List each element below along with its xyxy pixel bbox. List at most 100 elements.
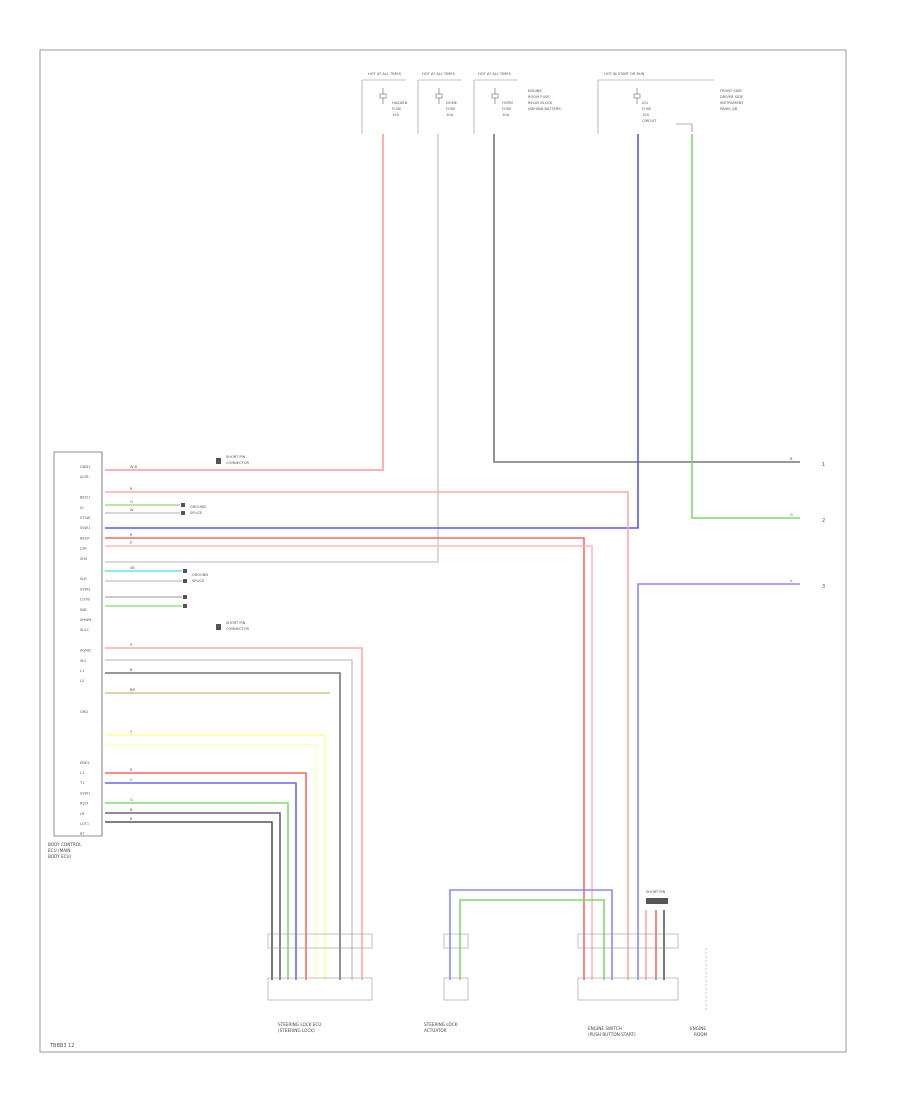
wire-blue-actuator xyxy=(449,889,613,980)
svg-text:IG1: IG1 xyxy=(642,101,648,105)
svg-text:HAZARD: HAZARD xyxy=(392,101,408,105)
svg-text:BODY ECU): BODY ECU) xyxy=(48,854,72,859)
splice-markers: SHORT PIN CONNECTOR GROUND SPLICE GROUND… xyxy=(181,455,668,904)
svg-text:FUSE: FUSE xyxy=(446,107,456,111)
svg-text:DOME: DOME xyxy=(446,101,458,105)
ecu-pin-label: SSW1 xyxy=(80,791,90,795)
ecu-pin-label: T1 xyxy=(79,781,84,785)
svg-text:(STEERING LOCK): (STEERING LOCK) xyxy=(278,1028,315,1033)
svg-text:R: R xyxy=(130,533,133,537)
wire-yellow-ls xyxy=(105,744,317,980)
wire-red-ebk1 xyxy=(105,772,307,980)
svg-text:B: B xyxy=(130,668,133,672)
svg-text:HORN: HORN xyxy=(502,101,513,105)
ecu-pin-label: IND xyxy=(80,608,87,612)
svg-text:10A: 10A xyxy=(502,113,510,117)
ecu-pin-label: AGND xyxy=(80,649,91,653)
connector-steering-lock-ecu: STEERING LOCK ECU (STEERING LOCK) xyxy=(267,933,373,1033)
svg-text:ROOM FUSE: ROOM FUSE xyxy=(528,95,550,99)
ecu-pin-label: SLSC xyxy=(80,628,90,632)
wire-green-to-pin2 xyxy=(691,134,800,519)
ecu-pin-label: RSLT xyxy=(80,802,89,806)
svg-text:CONNECTOR: CONNECTOR xyxy=(226,461,250,465)
ecu-pin-label: STSW xyxy=(80,516,91,520)
ecu-pin-label: LSR xyxy=(80,547,87,551)
svg-text:G: G xyxy=(130,798,133,802)
wire-red-lsr xyxy=(105,537,585,980)
svg-text:R: R xyxy=(130,487,133,491)
svg-text:B: B xyxy=(130,817,133,821)
svg-text:W-B: W-B xyxy=(130,465,138,469)
svg-text:10A: 10A xyxy=(446,113,454,117)
wire-black-horn xyxy=(493,134,800,463)
svg-text:FUSE: FUSE xyxy=(502,107,512,111)
wire-gray-dome xyxy=(105,134,439,563)
svg-text:B: B xyxy=(130,808,133,812)
wire-green-actuator xyxy=(459,899,605,980)
ecu-pin-label: GND1 xyxy=(80,465,91,469)
svg-text:P: P xyxy=(130,541,133,545)
wire-pink-shwn xyxy=(105,647,363,980)
svg-text:R: R xyxy=(130,768,133,772)
ecu-pin-label: CUTB xyxy=(80,598,90,602)
wire-blue-ig1 xyxy=(105,134,639,529)
svg-text:ENGINE SWITCH: ENGINE SWITCH xyxy=(588,1026,622,1031)
svg-text:CONNECTOR: CONNECTOR xyxy=(226,627,250,631)
svg-text:INSTRUMENT: INSTRUMENT xyxy=(720,101,744,105)
right-pin-labels: B 1 G 2 V 3 xyxy=(790,457,825,590)
svg-text:FUSE: FUSE xyxy=(642,107,652,111)
svg-text:GROUND: GROUND xyxy=(192,573,208,577)
svg-text:BODY CONTROL: BODY CONTROL xyxy=(48,842,82,847)
svg-text:CIRCUIT: CIRCUIT xyxy=(642,119,657,123)
svg-text:HOT AT ALL TIMES: HOT AT ALL TIMES xyxy=(478,72,512,76)
svg-text:SHORT PIN: SHORT PIN xyxy=(646,890,666,894)
svg-text:HOT AT ALL TIMES: HOT AT ALL TIMES xyxy=(368,72,402,76)
svg-text:(BEHIND BATTERY): (BEHIND BATTERY) xyxy=(528,107,562,111)
diagram-frame xyxy=(39,49,847,1053)
ecu-pin-label: GRD xyxy=(80,710,88,714)
svg-text:FRONT SIDE: FRONT SIDE xyxy=(720,89,743,93)
connector-steering-lock-actuator: STEERING LOCK ACTUATOR xyxy=(424,933,469,1033)
svg-text:STEERING LOCK ECU: STEERING LOCK ECU xyxy=(278,1022,321,1027)
svg-text:SPLICE: SPLICE xyxy=(192,579,205,583)
wire-gray-slsc xyxy=(105,659,353,980)
svg-text:ECU (MAIN: ECU (MAIN xyxy=(48,848,70,853)
wire-color-labels: W-B R G W R P SB P B BR Y R V G B B xyxy=(130,465,138,821)
ecu-pin-label: ALTB xyxy=(80,475,89,479)
wire-blue-to-pin3 xyxy=(637,583,800,980)
wire-black-agnd xyxy=(105,672,341,980)
svg-text:V: V xyxy=(130,778,133,782)
svg-text:15A: 15A xyxy=(392,113,400,117)
ecu-pin-label: BECU xyxy=(80,496,90,500)
svg-text:ENGINE: ENGINE xyxy=(690,1026,706,1031)
wires xyxy=(105,134,800,980)
svg-text:DRIVER SIDE: DRIVER SIDE xyxy=(720,95,744,99)
ecu-pin-label: IG xyxy=(80,506,84,510)
body-control-ecu: BODY CONTROL ECU (MAIN BODY ECU) xyxy=(48,451,103,859)
fuse-symbols xyxy=(379,88,693,132)
svg-text:STEERING LOCK: STEERING LOCK xyxy=(424,1022,458,1027)
page-label: TBBB3 12 xyxy=(49,1043,74,1049)
svg-text:W: W xyxy=(130,508,134,512)
svg-text:HOT IN START OR RUN: HOT IN START OR RUN xyxy=(604,72,645,76)
svg-text:PANEL J/B: PANEL J/B xyxy=(720,107,738,111)
svg-text:V: V xyxy=(790,579,793,583)
svg-text:B: B xyxy=(790,457,793,461)
ecu-pin-label: L1 xyxy=(80,669,84,673)
svg-text:ROOM: ROOM xyxy=(694,1032,708,1037)
fuse-block-4: HOT IN START OR RUN IG1 FUSE 10A CIRCUIT… xyxy=(597,72,744,134)
svg-text:1: 1 xyxy=(822,462,825,468)
ecu-pin-label: LOT1 xyxy=(80,822,89,826)
svg-text:Y: Y xyxy=(130,730,133,734)
wire-blue-l1 xyxy=(105,782,297,980)
wire-red-hazard xyxy=(105,134,384,471)
svg-text:RELAY BLOCK: RELAY BLOCK xyxy=(528,101,553,105)
ecu-pin-labels: GND1ALTBBECUIGSTSWSSW1BKUPLSRSHSSLRSSW2C… xyxy=(79,465,92,836)
svg-text:3: 3 xyxy=(822,584,825,590)
ecu-pin-label: SSW2 xyxy=(80,587,90,591)
svg-text:(PUSH BUTTON START): (PUSH BUTTON START) xyxy=(588,1032,636,1037)
ecu-pin-label: SLR xyxy=(80,577,87,581)
ecu-pin-label: SHS xyxy=(80,557,88,561)
svg-text:2: 2 xyxy=(822,518,825,524)
